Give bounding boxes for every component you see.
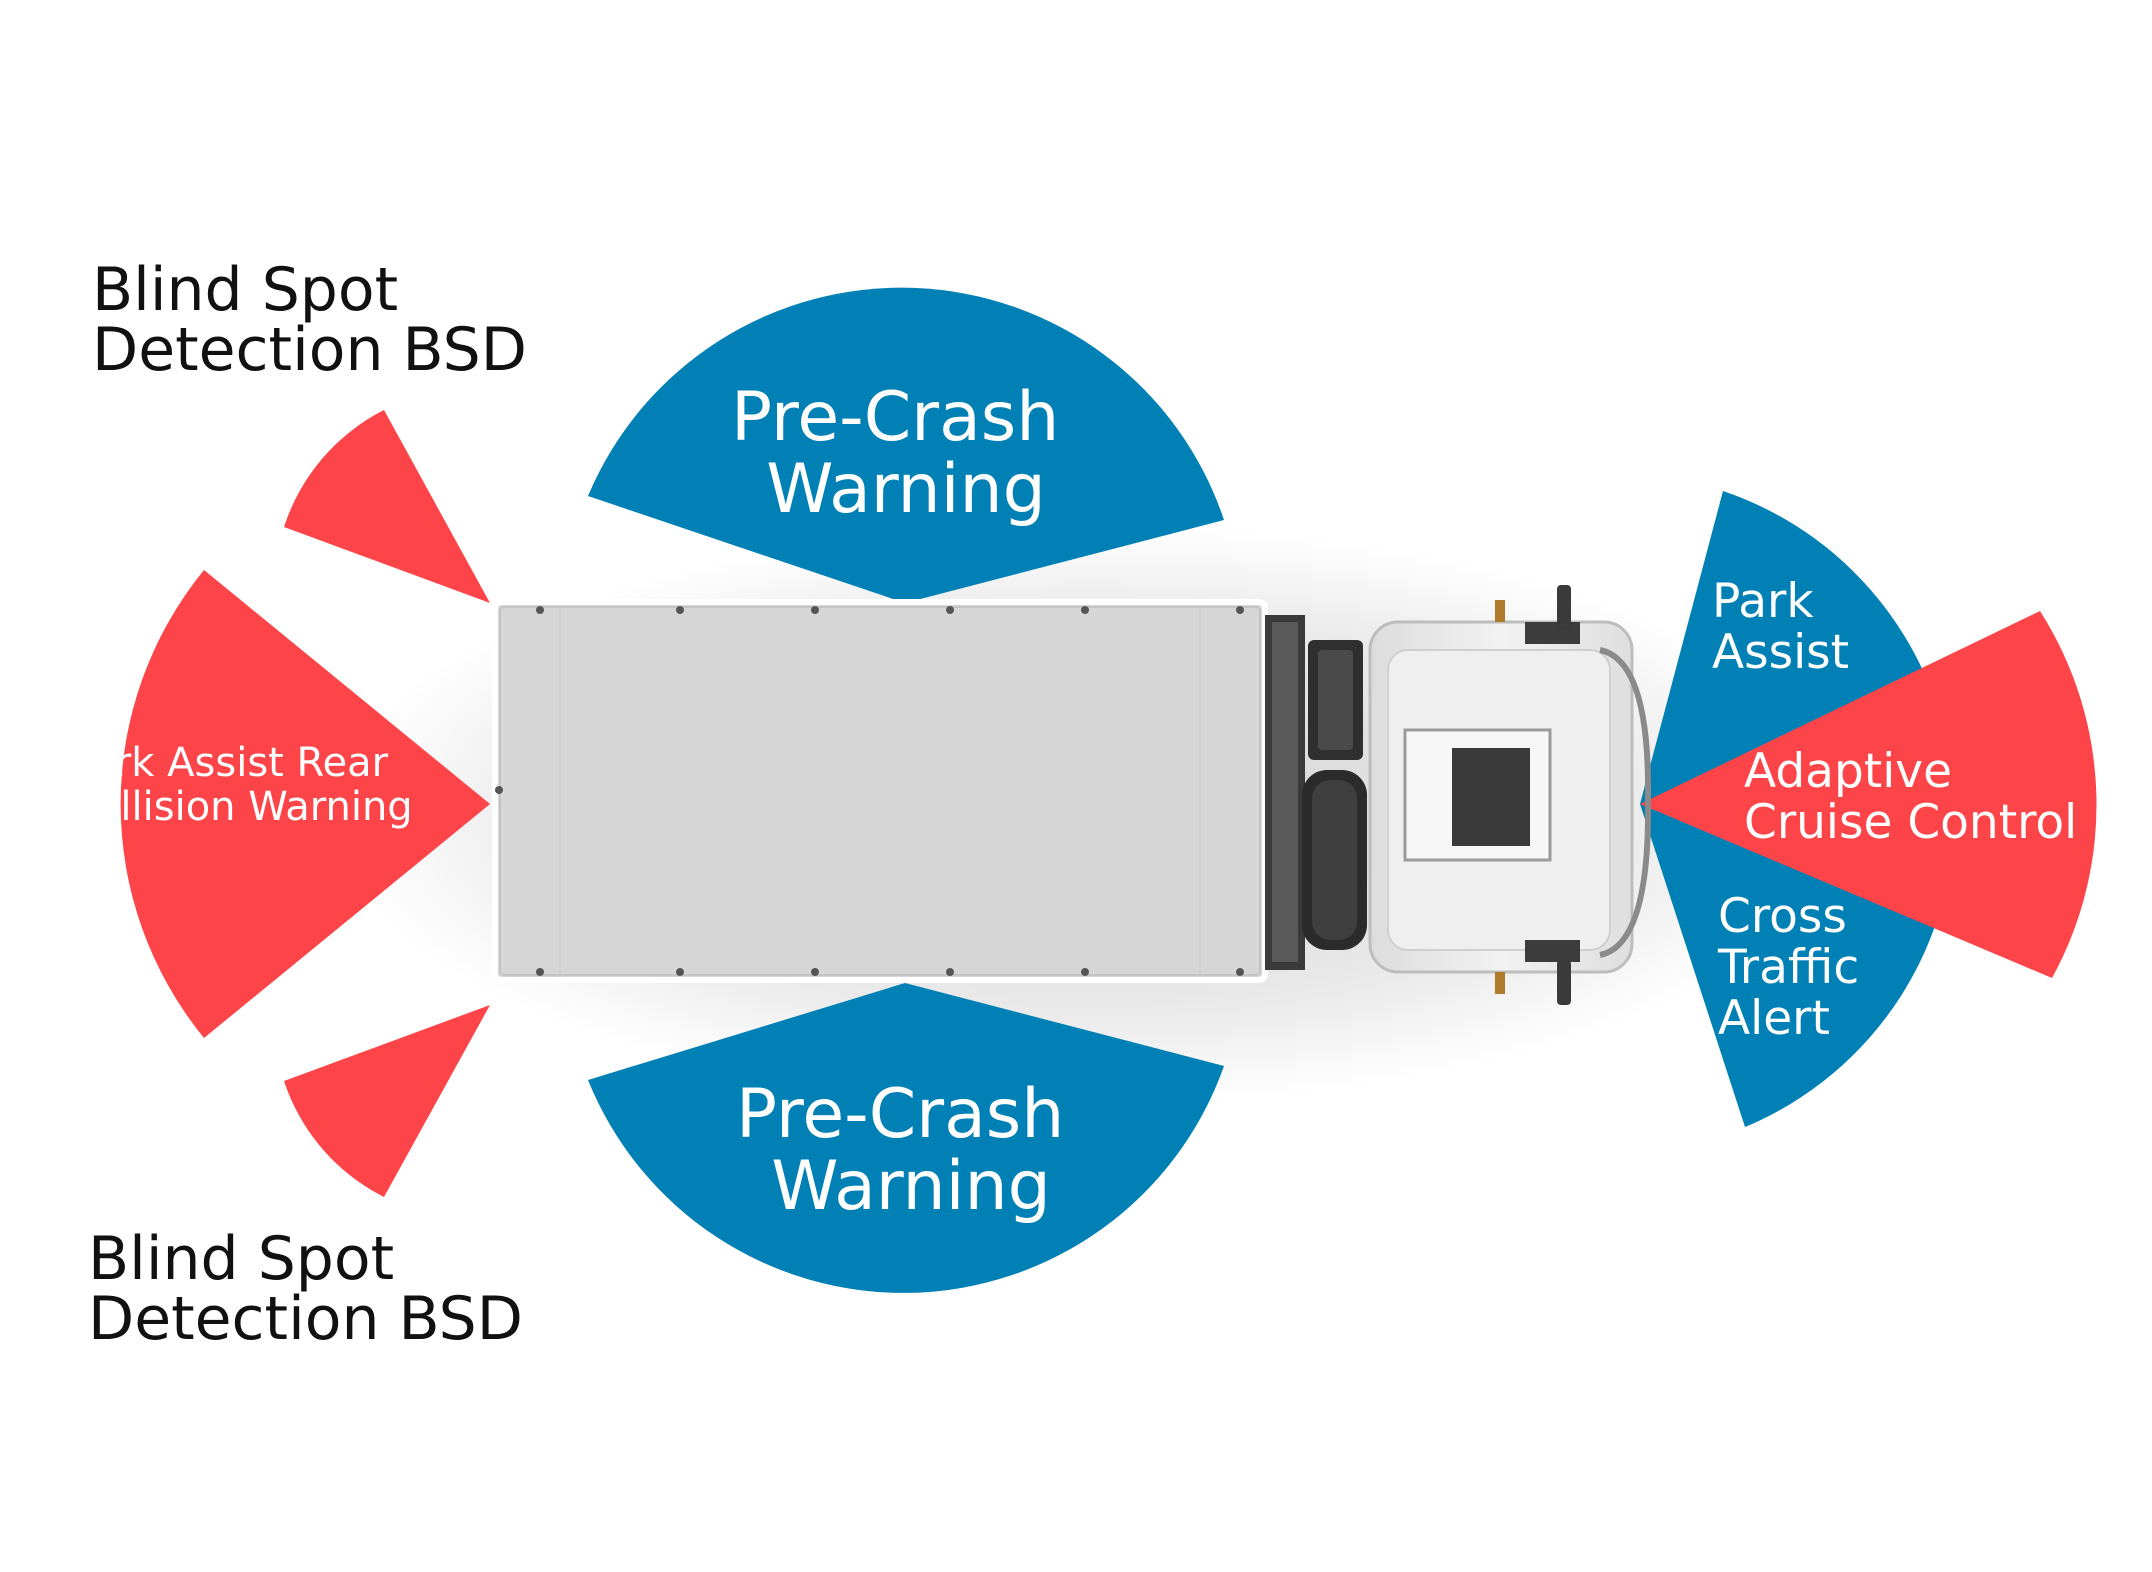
bsd-label-top: Blind Spot Detection BSD [92,255,527,385]
cross-traffic-alert-label: Cross Traffic Alert [1717,889,1874,1046]
mirror-left [1557,585,1571,630]
pre-crash-zone-bottom [588,983,1224,1293]
pre-crash-label-top: Pre-Crash Warning [731,378,1081,529]
adaptive-cruise-control-zone [1640,611,2097,978]
rear-collision-label: Park Assist Rear Collision Warning [68,740,413,830]
blind-spot-zone-top [284,410,490,603]
pre-crash-zone-top [588,287,1224,603]
truck [492,585,1652,1005]
mirror-right [1557,960,1571,1005]
adaptive-cruise-control-label: Adaptive Cruise Control [1744,744,2077,850]
park-assist-label: Park Assist [1712,574,1849,680]
blind-spot-zone-bottom [284,1005,490,1197]
cargo-box [492,599,1268,983]
pre-crash-label-bottom: Pre-Crash Warning [736,1075,1086,1226]
bsd-label-bottom: Blind Spot Detection BSD [88,1224,523,1354]
rear-collision-zone [120,570,490,1038]
